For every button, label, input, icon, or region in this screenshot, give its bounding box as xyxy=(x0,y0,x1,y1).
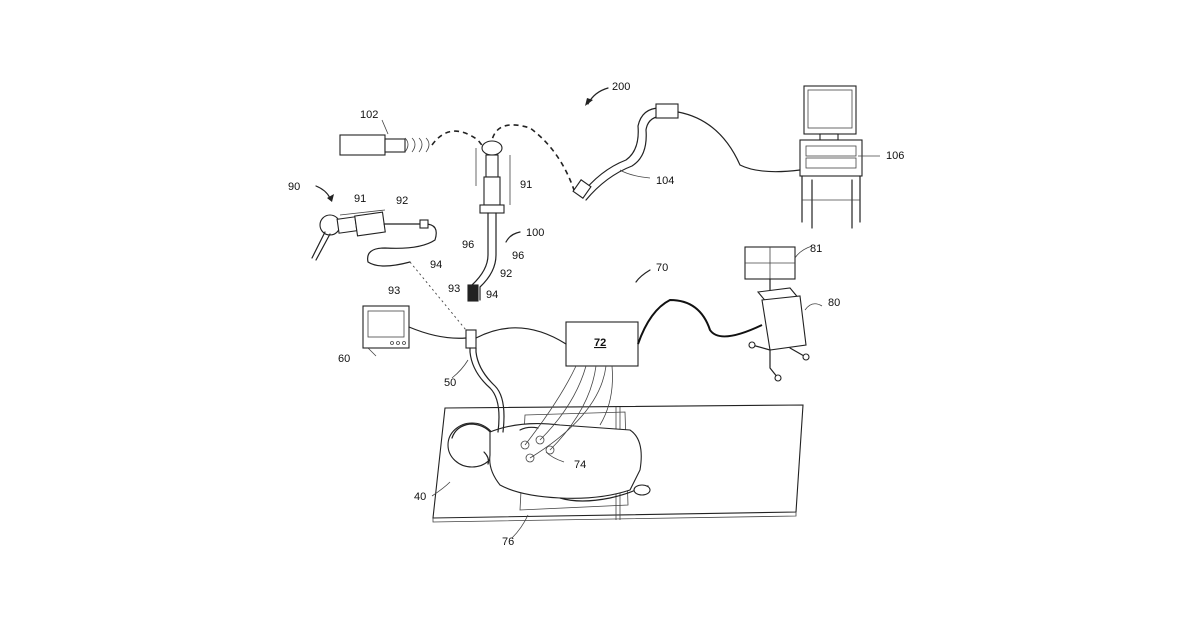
ref-104: 104 xyxy=(656,175,674,187)
video-tower xyxy=(800,86,862,228)
ref-60: 60 xyxy=(338,353,350,365)
ref-76: 76 xyxy=(502,536,514,548)
display-monitor xyxy=(363,306,409,348)
wireless-link-scope xyxy=(410,262,466,330)
ref-96-scope: 96 xyxy=(462,239,474,251)
ref-50: 50 xyxy=(444,377,456,389)
ref-40: 40 xyxy=(414,491,426,503)
ref-91-tube: 91 xyxy=(520,179,532,191)
ref-200: 200 xyxy=(612,81,630,93)
ref-94-tube: 94 xyxy=(486,289,498,301)
handheld-camera xyxy=(340,135,429,155)
ref-96-tube: 96 xyxy=(512,250,524,262)
ref-91-scope: 91 xyxy=(354,193,366,205)
ref-102: 102 xyxy=(360,109,378,121)
video-cable xyxy=(573,104,800,200)
ref-70: 70 xyxy=(656,262,668,274)
ref-80: 80 xyxy=(828,297,840,309)
ref-81: 81 xyxy=(810,243,822,255)
ref-92-scope: 92 xyxy=(396,195,408,207)
workstation-cart xyxy=(745,247,809,381)
connector-hub xyxy=(466,330,476,348)
ref-90: 90 xyxy=(288,181,300,193)
ref-74: 74 xyxy=(574,459,586,471)
cable-unit-to-cart xyxy=(638,300,762,344)
scope-assembly xyxy=(312,210,436,266)
cable-hub-to-unit xyxy=(476,328,566,344)
ref-100: 100 xyxy=(526,227,544,239)
ref-93-tube: 93 xyxy=(448,283,460,295)
ref-92-tube: 92 xyxy=(500,268,512,280)
cable-monitor-to-hub xyxy=(409,327,466,338)
ref-72: 72 xyxy=(594,337,606,349)
ref-106: 106 xyxy=(886,150,904,162)
wireless-link xyxy=(432,125,574,190)
ref-94-scope: 94 xyxy=(430,259,442,271)
ref-93-scope: 93 xyxy=(388,285,400,297)
